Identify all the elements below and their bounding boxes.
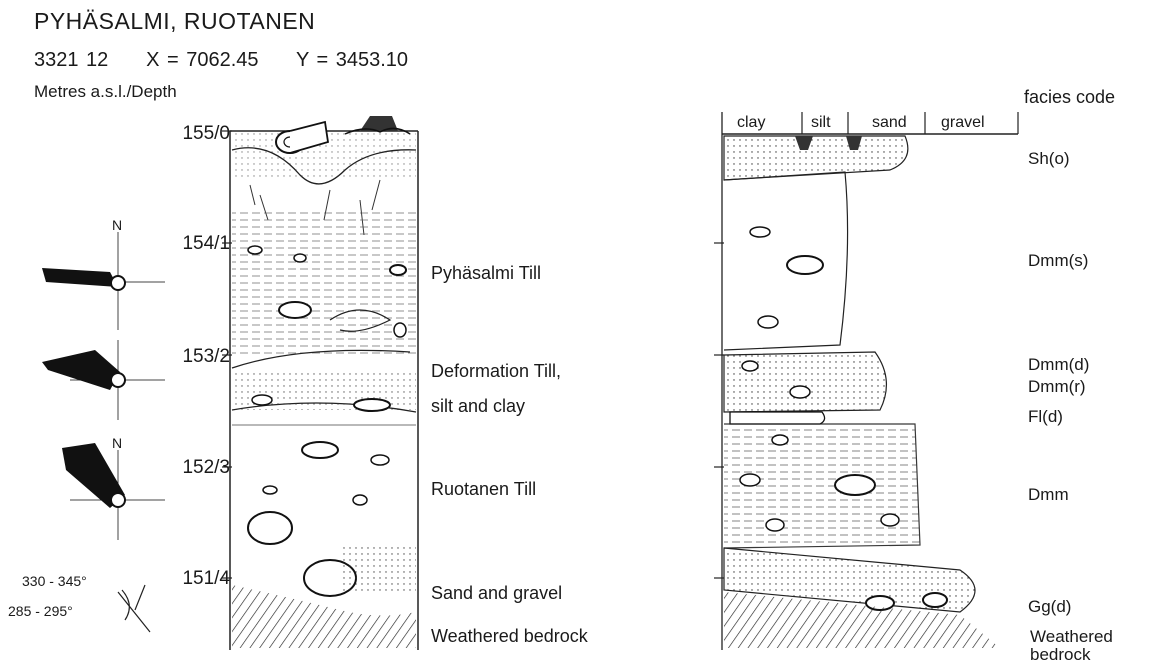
left-log <box>222 116 418 650</box>
fabric-rose-upper <box>42 232 165 330</box>
fabric-rose-middle <box>42 340 165 420</box>
grain-size-log <box>714 112 1018 650</box>
orientation-arrows <box>118 585 150 632</box>
fabric-rose-lower <box>62 443 165 540</box>
